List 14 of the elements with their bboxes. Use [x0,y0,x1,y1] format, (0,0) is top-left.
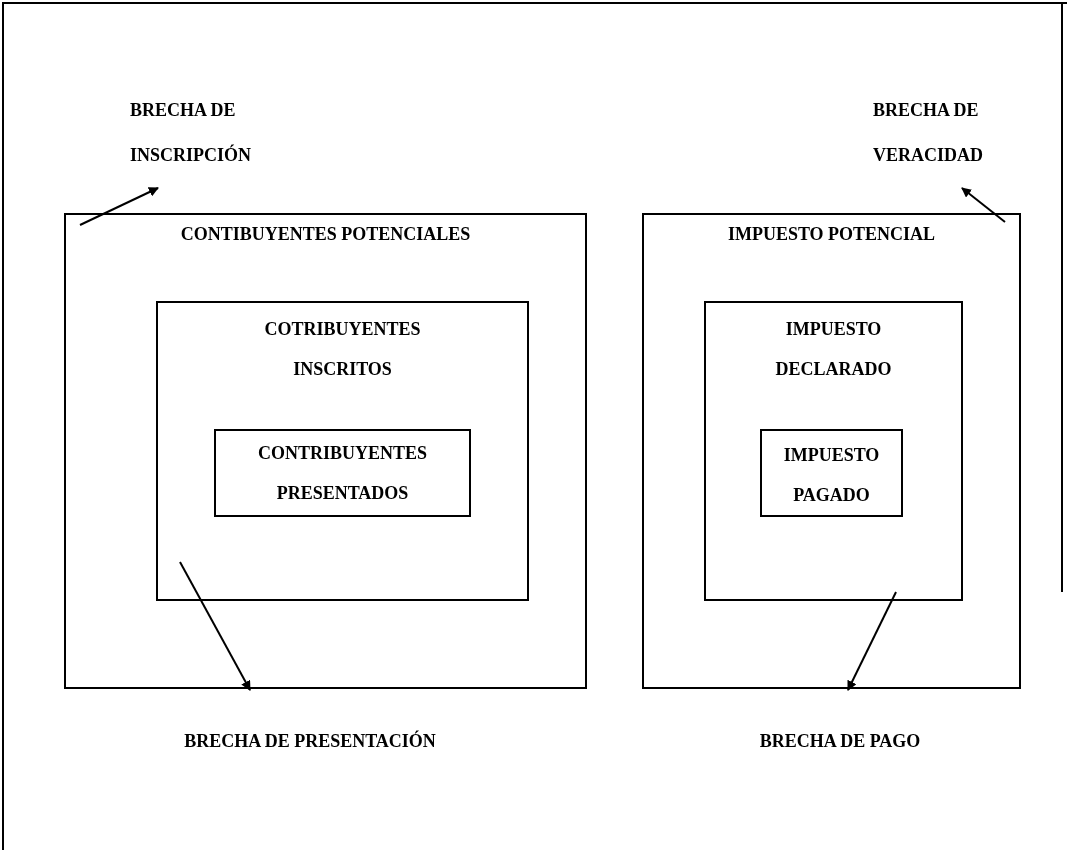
category-box: IMPUESTO PAGADO [760,429,903,517]
arrow [961,187,1006,223]
category-box: COTRIBUYENTES INSCRITOS CONTRIBUYENTES PRESENTADOS [156,301,529,601]
gap-label: BRECHA DE PRESENTACIÓN [120,690,500,764]
category-box: IMPUESTO POTENCIAL IMPUESTO DECLARADO IMPUESTO PAGADO [642,213,1021,689]
arrow [79,187,159,226]
arrow [179,561,251,691]
gap-label: BRECHA DE PAGO [740,690,940,764]
gap-label: BRECHA DE VERACIDAD [873,88,1053,188]
gap-label: BRECHA DE INSCRIPCIÓN [130,88,330,188]
category-box: CONTRIBUYENTES PRESENTADOS [214,429,471,517]
category-box: CONTIBUYENTES POTENCIALES COTRIBUYENTES INSCRITOS CONTRIBUYENTES PRESENTADOS [64,213,587,689]
arrow [847,591,897,691]
category-box: IMPUESTO DECLARADO IMPUESTO PAGADO [704,301,963,601]
